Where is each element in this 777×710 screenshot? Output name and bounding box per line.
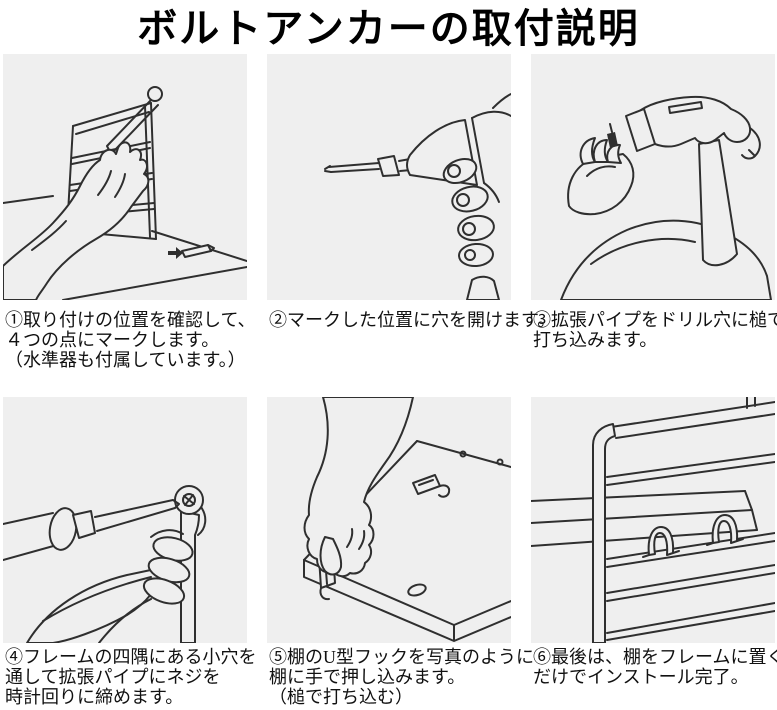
u-hook	[706, 514, 744, 546]
step-2: ②マークした位置に穴を開けます。	[267, 54, 556, 397]
finished-assembly-illustration	[531, 397, 775, 643]
u-hook	[642, 526, 680, 558]
step-4-caption: ④フレームの四隅にある小穴を 通して拡張パイプにネジを 時計回りに締めます。	[5, 647, 257, 707]
hammering-illustration	[560, 95, 772, 300]
frame-rails	[606, 397, 775, 641]
step-5-panel	[267, 397, 511, 643]
shelf-board	[531, 490, 758, 547]
screwdriver-icon	[3, 499, 180, 561]
step-3: ③拡張パイプをドリル穴に槌で 打ち込みます。	[531, 54, 777, 397]
step-4: ④フレームの四隅にある小穴を 通して拡張パイプにネジを 時計回りに締めます。	[3, 397, 257, 707]
step-2-caption: ②マークした位置に穴を開けます。	[269, 310, 556, 330]
step-6-caption: ⑥最後は、棚をフレームに置く だけでインストール完了。	[533, 647, 777, 687]
step-6-panel	[531, 397, 775, 643]
marker-pen-on-table	[168, 244, 215, 259]
step-5-caption: ⑤棚のU型フックを写真のように 棚に手で押し込みます。 （槌で打ち込む）	[269, 647, 534, 707]
step-1: ①取り付けの位置を確認して、 ４つの点にマークします。 （水準器も付属しています…	[3, 54, 256, 397]
drilling-illustration	[324, 93, 511, 300]
spare-u-hook	[412, 474, 451, 498]
expansion-anchor-pin	[607, 123, 618, 148]
step-3-panel	[531, 54, 775, 300]
screwing-illustration	[3, 485, 207, 643]
arm	[492, 93, 511, 109]
step-3-caption: ③拡張パイプをドリル穴に槌で 打ち込みます。	[533, 310, 777, 350]
step-6: ⑥最後は、棚をフレームに置く だけでインストール完了。	[531, 397, 777, 707]
hook-pressing-illustration	[303, 397, 511, 642]
holding-hand	[567, 137, 635, 216]
marking-illustration	[3, 86, 247, 300]
page-title: ボルトアンカーの取付説明	[137, 7, 640, 51]
hammer-icon	[625, 95, 761, 267]
steps-grid: ①取り付けの位置を確認して、 ４つの点にマークします。 （水準器も付属しています…	[3, 54, 777, 707]
step-5: ⑤棚のU型フックを写真のように 棚に手で押し込みます。 （槌で打ち込む）	[267, 397, 534, 707]
forearm	[560, 219, 772, 300]
pencil-icon	[106, 86, 163, 155]
forearm	[26, 566, 166, 643]
step-1-panel	[3, 54, 247, 300]
step-2-panel	[267, 54, 511, 300]
step-4-panel	[3, 397, 247, 643]
step-1-caption: ①取り付けの位置を確認して、 ４つの点にマークします。 （水準器も付属しています…	[5, 310, 256, 370]
frame-post	[592, 423, 616, 643]
pressing-hand	[303, 397, 414, 578]
gripping-hand	[142, 529, 194, 605]
eyelet-with-screw	[174, 485, 204, 515]
hand-holding-pencil	[3, 141, 150, 300]
gripping-hand	[442, 157, 500, 300]
